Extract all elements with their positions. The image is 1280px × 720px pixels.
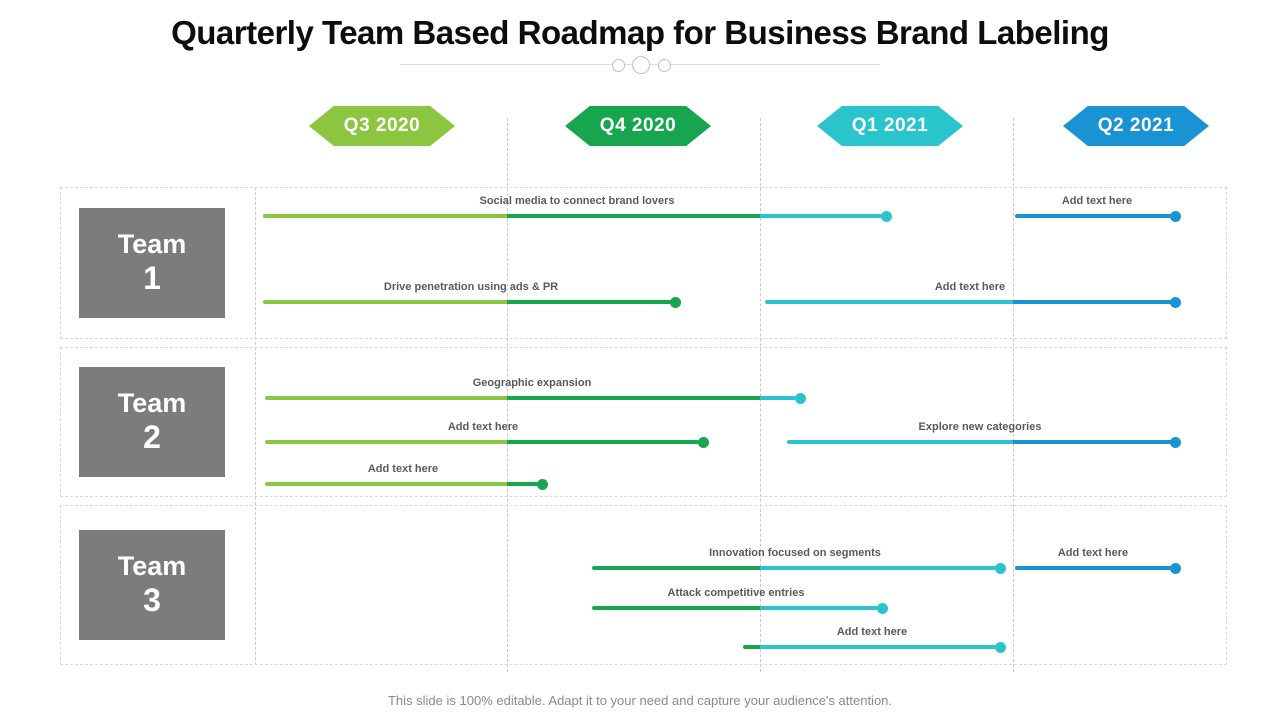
team-number: 1 — [143, 260, 161, 297]
bar-label: Social media to connect brand lovers — [479, 195, 675, 207]
bar-segment — [507, 300, 671, 304]
bar-segment — [507, 440, 699, 444]
bar-label: Geographic expansion — [472, 377, 592, 389]
bar-segment — [743, 645, 760, 649]
bar-segment — [507, 482, 538, 486]
bar-endpoint-dot — [876, 602, 888, 614]
bar-label: Attack competitive entries — [667, 587, 805, 599]
bar-endpoint-dot — [1169, 436, 1181, 448]
bar-label: Add text here — [1057, 547, 1129, 559]
bar-label: Innovation focused on segments — [709, 547, 881, 559]
bar-endpoint-dot — [994, 641, 1006, 653]
bar-endpoint-dot — [994, 562, 1006, 574]
quarter-badge-q3-2020: Q3 2020 — [309, 106, 455, 146]
bar-label: Add text here — [367, 463, 439, 475]
bar-segment — [1013, 440, 1172, 444]
bar-label: Explore new categories — [918, 421, 1042, 433]
team-label: Team — [117, 551, 187, 582]
timeline-row-team-1 — [60, 187, 1227, 339]
divider-circle — [632, 56, 650, 74]
bar-endpoint-dot — [1169, 562, 1181, 574]
bar-endpoint-dot — [880, 210, 892, 222]
team-label: Team — [117, 229, 187, 260]
bar-segment — [265, 396, 507, 400]
quarter-badge-label: Q1 2021 — [851, 115, 929, 136]
team-number: 2 — [143, 419, 161, 456]
bar-segment — [1013, 300, 1172, 304]
bar-label: Add text here — [934, 281, 1006, 293]
bar-segment — [265, 482, 507, 486]
quarter-badge-label: Q4 2020 — [599, 115, 677, 136]
bar-endpoint-dot — [1169, 210, 1181, 222]
quarter-badge-label: Q2 2021 — [1097, 115, 1175, 136]
grid-line — [255, 187, 256, 665]
quarter-badge-q4-2020: Q4 2020 — [565, 106, 711, 146]
page-title: Quarterly Team Based Roadmap for Busines… — [171, 14, 1109, 51]
bar-endpoint-dot — [536, 478, 548, 490]
bar-label: Add text here — [1061, 195, 1133, 207]
bar-segment — [507, 214, 760, 218]
grid-line — [760, 118, 761, 672]
team-number: 3 — [143, 582, 161, 619]
timeline-row-team-2 — [60, 347, 1227, 497]
grid-line — [1013, 118, 1014, 672]
bar-segment — [263, 214, 507, 218]
bar-segment — [765, 300, 1013, 304]
team-label: Team — [117, 388, 187, 419]
bar-endpoint-dot — [794, 392, 806, 404]
bar-label: Drive penetration using ads & PR — [383, 281, 559, 293]
bar-endpoint-dot — [697, 436, 709, 448]
timeline-row-team-3 — [60, 505, 1227, 665]
quarter-badge-q2-2021: Q2 2021 — [1063, 106, 1209, 146]
bar-segment — [760, 645, 996, 649]
bar-segment — [760, 566, 996, 570]
bar-endpoint-dot — [669, 296, 681, 308]
bar-segment — [760, 396, 796, 400]
bar-segment — [592, 606, 760, 610]
divider-circle — [657, 58, 671, 72]
divider-circle — [611, 58, 625, 72]
bar-segment — [1015, 214, 1172, 218]
bar-label: Add text here — [836, 626, 908, 638]
bar-segment — [265, 440, 507, 444]
bar-label: Add text here — [447, 421, 519, 433]
bar-segment — [592, 566, 760, 570]
bar-endpoint-dot — [1169, 296, 1181, 308]
footer-note: This slide is 100% editable. Adapt it to… — [387, 693, 893, 708]
grid-line — [507, 118, 508, 672]
quarter-badge-q1-2021: Q1 2021 — [817, 106, 963, 146]
bar-segment — [760, 214, 882, 218]
quarter-badge-label: Q3 2020 — [343, 115, 421, 136]
bar-segment — [507, 396, 760, 400]
bar-segment — [263, 300, 507, 304]
bar-segment — [760, 606, 878, 610]
bar-segment — [787, 440, 1013, 444]
bar-segment — [1015, 566, 1172, 570]
